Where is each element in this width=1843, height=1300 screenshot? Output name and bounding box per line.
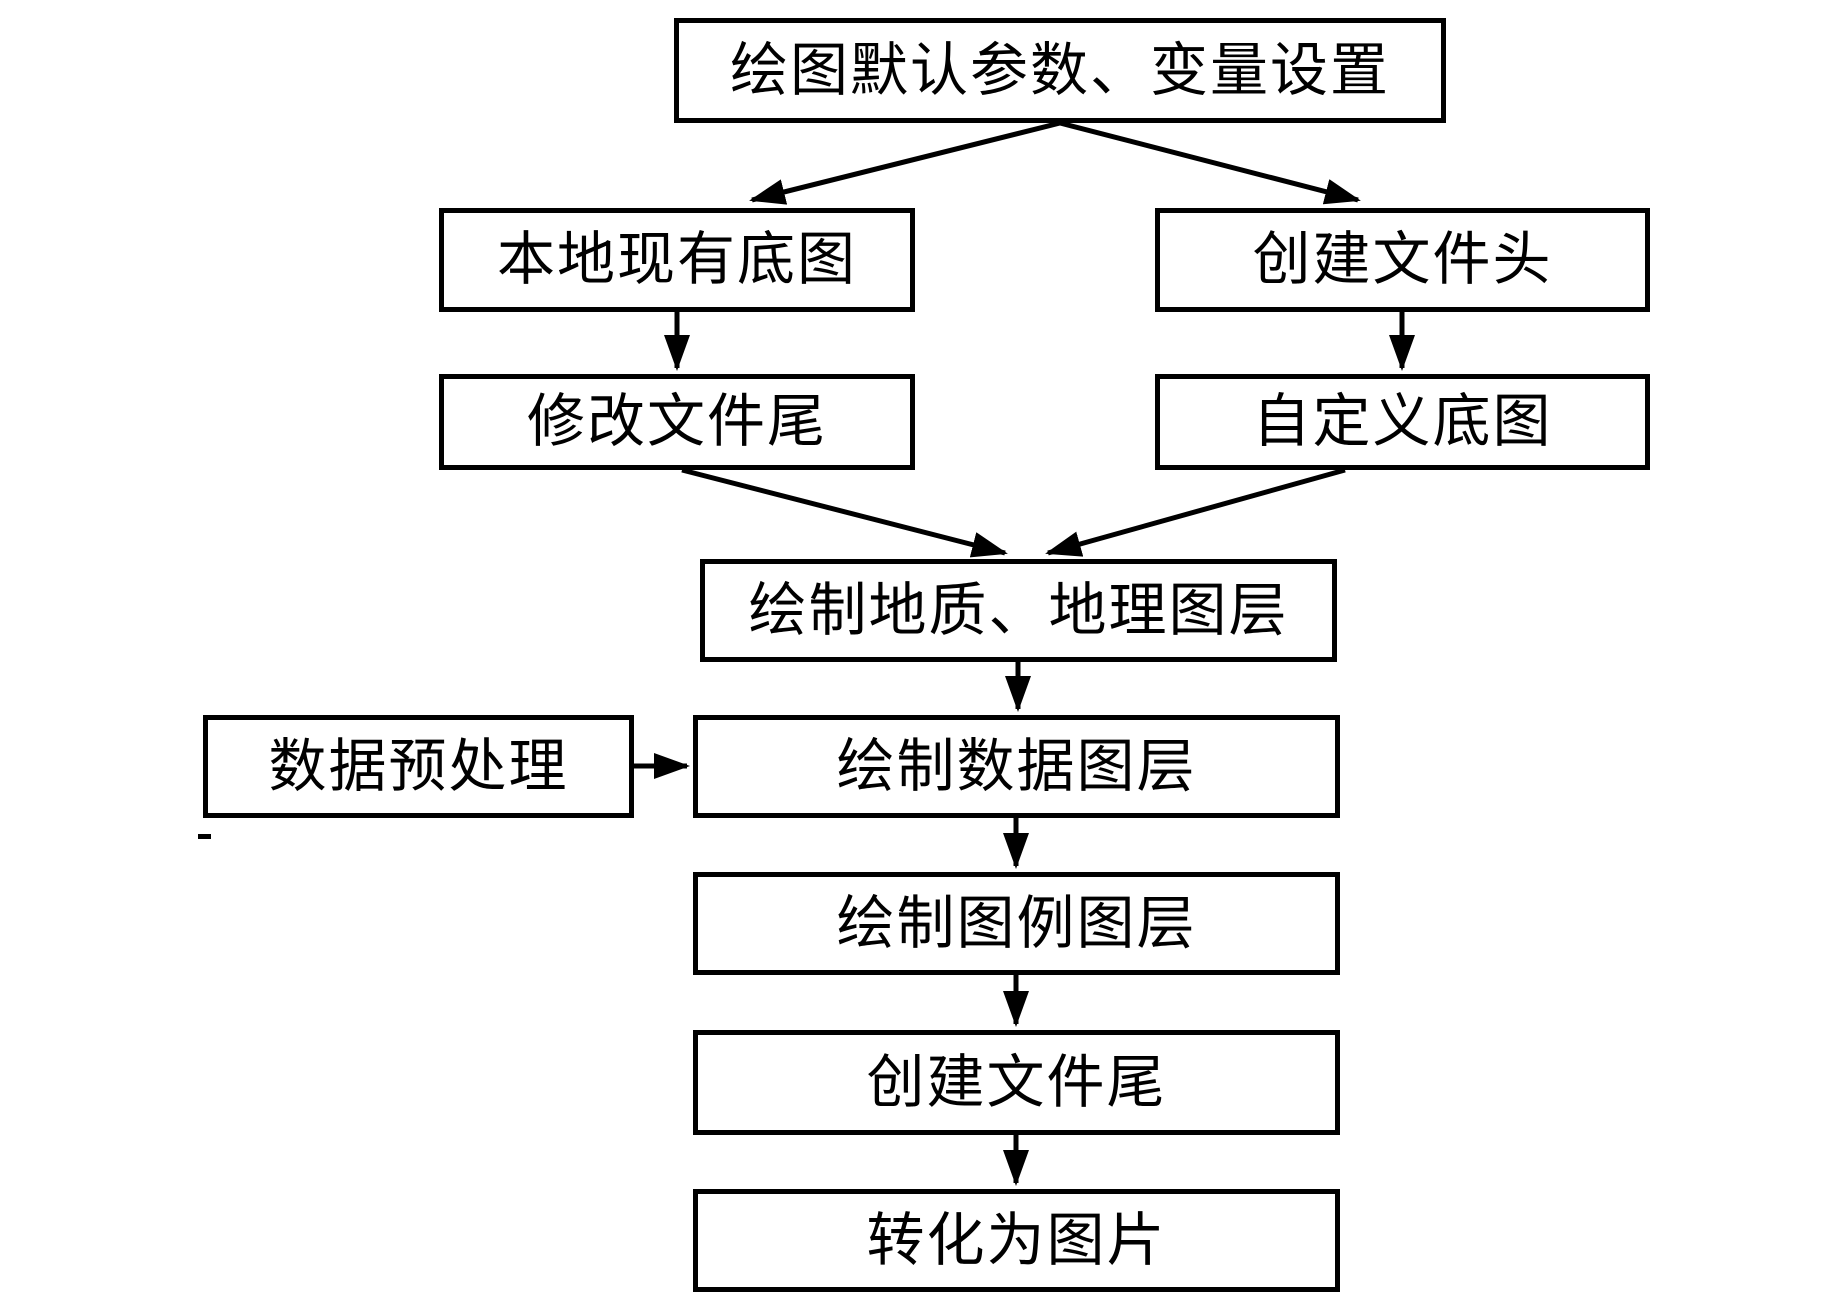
node-convert-to-image: 转化为图片 — [693, 1189, 1340, 1292]
node-data-preprocessing-label: 数据预处理 — [268, 733, 569, 799]
node-draw-geology-geography-layer: 绘制地质、地理图层 — [700, 559, 1337, 662]
node-draw-data-layer: 绘制数据图层 — [693, 715, 1340, 818]
node-draw-geology-geography-layer-label: 绘制地质、地理图层 — [748, 577, 1289, 643]
node-local-existing-basemap: 本地现有底图 — [439, 208, 915, 312]
node-create-file-tail: 创建文件尾 — [693, 1030, 1340, 1135]
node-create-file-tail-label: 创建文件尾 — [866, 1049, 1167, 1115]
node-data-preprocessing: 数据预处理 — [203, 715, 634, 818]
node-draw-legend-layer: 绘制图例图层 — [693, 872, 1340, 975]
node-create-file-header-label: 创建文件头 — [1252, 227, 1553, 292]
node-draw-legend-layer-label: 绘制图例图层 — [836, 890, 1197, 956]
arrow-top-to-create-header — [1059, 120, 1361, 205]
node-custom-basemap-label: 自定义底图 — [1252, 389, 1553, 454]
arrow-modify-tail-to-geo-layer — [681, 467, 1008, 558]
node-modify-file-tail-label: 修改文件尾 — [526, 389, 827, 454]
node-modify-file-tail: 修改文件尾 — [439, 374, 915, 470]
node-create-file-header: 创建文件头 — [1155, 208, 1650, 312]
arrow-custom-base-to-geo-layer — [1045, 467, 1346, 557]
node-custom-basemap: 自定义底图 — [1155, 374, 1650, 470]
node-default-params-settings-label: 绘图默认参数、变量设置 — [729, 37, 1390, 103]
node-local-existing-basemap-label: 本地现有底图 — [496, 227, 857, 292]
stray-dash-mark — [198, 834, 211, 839]
node-draw-data-layer-label: 绘制数据图层 — [836, 733, 1197, 799]
node-default-params-settings: 绘图默认参数、变量设置 — [674, 18, 1446, 123]
arrow-top-to-local-base — [749, 120, 1061, 205]
node-convert-to-image-label: 转化为图片 — [866, 1207, 1167, 1273]
